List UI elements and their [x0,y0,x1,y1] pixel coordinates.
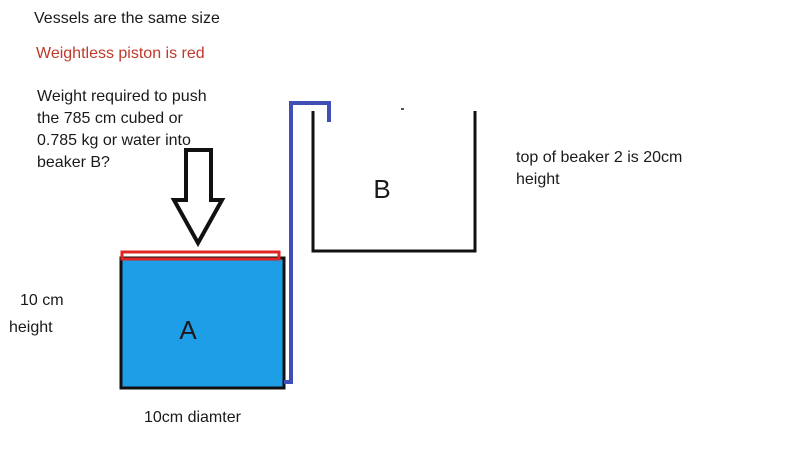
connecting-tube [284,101,331,384]
speck-mark [401,108,404,110]
question-text: Weight required to push the 785 cm cubed… [37,86,207,174]
down-arrow-icon [170,148,226,248]
note-weightless-piston: Weightless piston is red [36,45,205,62]
vessel-b-label: B [373,174,390,204]
beaker-b-note-line: height [516,171,560,188]
beaker-b-height-note: top of beaker 2 is 20cm height [516,147,682,191]
beaker-b [311,111,477,253]
beaker-b-note-line: top of beaker 2 is 20cm [516,149,683,166]
vessel-a-water [119,256,286,390]
question-line: Weight required to push [37,88,207,105]
height-label-value: 10 cm [20,292,64,309]
question-line: 0.785 kg or water into [37,132,191,149]
question-line: the 785 cm cubed or [37,110,183,127]
piston [120,250,281,261]
note-vessels-same-size: Vessels are the same size [34,10,220,27]
diameter-label: 10cm diamter [144,409,241,426]
height-label-word: height [9,319,53,336]
vessel-a-label: A [179,315,197,345]
question-line: beaker B? [37,154,110,171]
